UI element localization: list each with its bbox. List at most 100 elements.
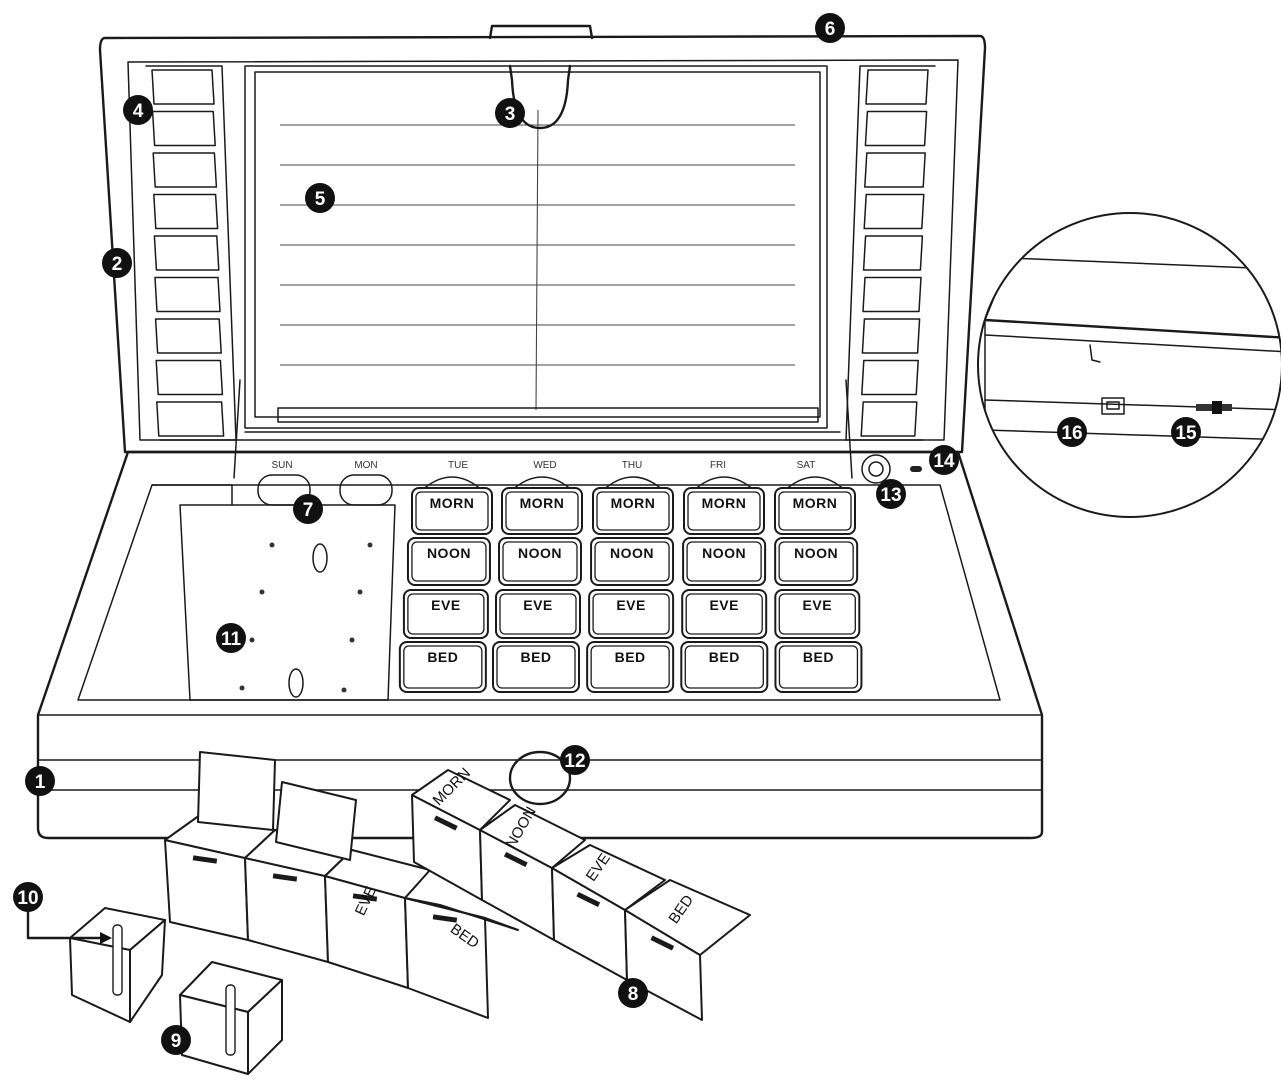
compartment-morn[interactable]: MORN <box>774 487 856 535</box>
compartment-eve[interactable]: EVE <box>774 589 861 639</box>
slot-label: BED <box>615 649 646 665</box>
side-slot <box>153 193 219 230</box>
compartment-bed[interactable]: BED <box>398 641 487 693</box>
button[interactable] <box>861 454 891 484</box>
slot-label: EVE <box>616 597 646 613</box>
side-slot <box>152 152 218 188</box>
callout-number: 1 <box>35 772 46 793</box>
slot-label: NOON <box>702 545 746 561</box>
slot-label: MORN <box>793 495 838 511</box>
compartment-morn[interactable]: MORN <box>411 487 493 535</box>
day-label-tue: TUE <box>448 460 468 471</box>
compartment-bed[interactable]: BED <box>492 641 580 693</box>
tray-b-cell[interactable]: NOON <box>479 804 586 941</box>
callout-number: 9 <box>171 1031 182 1052</box>
callout-11: 11 <box>216 623 246 653</box>
callout-12: 12 <box>560 745 590 775</box>
callout-6: 6 <box>815 13 845 43</box>
callout-13: 13 <box>876 479 906 509</box>
side-slot <box>861 318 921 354</box>
callout-16: 16 <box>1057 417 1087 447</box>
compartment-grid: MORNNOONEVEBEDMORNNOONEVEBEDMORNNOONEVEB… <box>398 476 863 693</box>
callout-number: 7 <box>303 500 314 521</box>
compartment-eve[interactable]: EVE <box>588 589 675 639</box>
callout-number: 11 <box>221 629 242 650</box>
compartment-bed[interactable]: BED <box>586 641 675 693</box>
callout-number: 2 <box>112 254 123 275</box>
callout-14: 14 <box>929 445 959 475</box>
callout-9: 9 <box>161 1025 191 1055</box>
tray-b-cell[interactable]: BED <box>624 879 751 1021</box>
tray-a-cell[interactable]: BED <box>404 897 519 1019</box>
side-slot <box>863 193 925 230</box>
day-label-mon: MON <box>354 460 377 471</box>
callout-number: 6 <box>825 19 836 40</box>
side-slots-right <box>845 65 936 441</box>
tray-b-cell[interactable]: MORN <box>411 765 511 901</box>
compartment-noon[interactable]: NOON <box>682 537 767 586</box>
inset-detail <box>977 212 1281 518</box>
slot-label: EVE <box>431 597 461 613</box>
slot-label: EVE <box>709 597 739 613</box>
day-compartment <box>257 474 393 506</box>
slot-label: NOON <box>427 545 471 561</box>
compartment-morn[interactable]: MORN <box>501 487 583 535</box>
compartment-eve[interactable]: EVE <box>681 589 768 639</box>
day-label-wed: WED <box>533 460 556 471</box>
callout-7: 7 <box>293 494 323 524</box>
compartment-bed[interactable]: BED <box>774 641 863 693</box>
callout-10: 10 <box>13 882 43 912</box>
tray-a-cell[interactable]: EVE <box>324 849 431 989</box>
callout-4: 4 <box>123 95 153 125</box>
compartment-noon[interactable]: NOON <box>774 537 859 586</box>
callout-number: 13 <box>880 485 901 506</box>
callout-number: 3 <box>505 104 516 125</box>
side-slot-frame-left <box>145 65 237 441</box>
side-slot <box>153 235 220 271</box>
side-slot <box>862 276 922 313</box>
slot-label: BED <box>520 649 551 665</box>
slot-label: EVE <box>523 597 553 613</box>
slot-label: MORN <box>702 495 747 511</box>
compartment-bed[interactable]: BED <box>680 641 769 693</box>
slot-label: BED <box>803 649 834 665</box>
callout-1: 1 <box>25 766 55 796</box>
callout-number: 8 <box>628 984 639 1005</box>
tray-ring <box>508 750 572 806</box>
callout-3: 3 <box>495 98 525 128</box>
side-slot <box>865 69 929 105</box>
compartment-noon[interactable]: NOON <box>498 537 582 586</box>
side-slot-frame-right <box>845 65 936 441</box>
side-slot <box>154 318 222 354</box>
switch[interactable] <box>1196 401 1232 414</box>
side-slot <box>151 69 215 105</box>
callout-number: 5 <box>315 189 326 210</box>
slot-label: BED <box>709 649 740 665</box>
storage-area <box>189 504 396 701</box>
side-slot <box>861 359 919 396</box>
usb-port[interactable] <box>1101 397 1125 415</box>
compartment-noon[interactable]: NOON <box>590 537 675 586</box>
slot-label: NOON <box>794 545 838 561</box>
slot-label: EVE <box>803 597 833 613</box>
compartment-morn[interactable]: MORN <box>683 487 765 535</box>
callout-number: 10 <box>17 888 38 909</box>
side-slot <box>154 276 221 313</box>
cup-divider <box>26 910 112 944</box>
callout-number: 16 <box>1061 423 1082 444</box>
side-slot <box>156 401 225 437</box>
side-slots-left <box>145 65 237 441</box>
callout-number: 4 <box>133 101 144 122</box>
day-label-fri: FRI <box>710 460 726 471</box>
compartment-eve[interactable]: EVE <box>495 589 581 639</box>
day-label-thu: THU <box>622 460 643 471</box>
slot-label: MORN <box>430 495 475 511</box>
slot-label: MORN <box>520 495 565 511</box>
compartment-noon[interactable]: NOON <box>406 537 491 586</box>
compartment-morn[interactable]: MORN <box>592 487 674 535</box>
callout-2: 2 <box>102 248 132 278</box>
compartment-eve[interactable]: EVE <box>402 589 489 639</box>
